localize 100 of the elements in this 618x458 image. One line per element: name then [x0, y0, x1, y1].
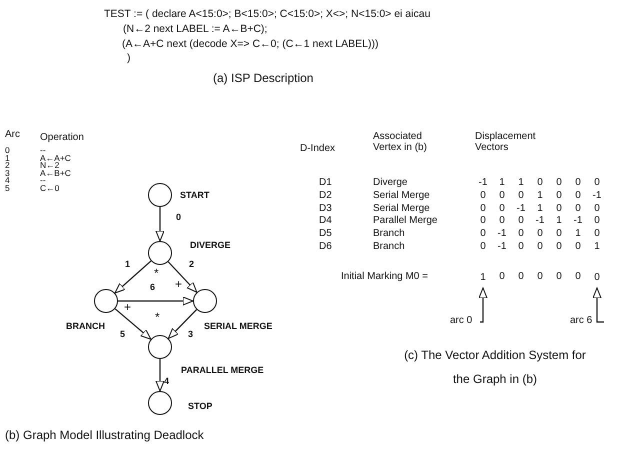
- vector-value: -1: [496, 228, 508, 240]
- vertex-label: STOP: [188, 401, 212, 412]
- column-heading: Operation: [40, 132, 84, 143]
- edge-label: 6: [150, 282, 156, 293]
- vertex-label: PARALLEL MERGE: [181, 365, 264, 376]
- figure-caption: (a) ISP Description: [213, 73, 314, 84]
- edge-label: 5: [120, 329, 126, 340]
- vertex-name: Branch: [373, 228, 405, 240]
- arrow: [118, 296, 194, 306]
- asterisk-mark: *: [154, 268, 159, 279]
- vector-value: 0: [593, 215, 601, 226]
- operation-text: N←2: [40, 161, 60, 170]
- leader-arrow: [478, 288, 488, 323]
- vector-value: 0: [498, 190, 506, 201]
- vector-value: 0: [479, 215, 487, 226]
- code-line: (A←A+C next (decode X=> C←0; (C←1 next LABEL))): [122, 39, 378, 50]
- row-index: D2: [319, 190, 332, 201]
- arc-number: 0: [5, 146, 10, 154]
- operation-text: --: [40, 176, 46, 184]
- arc-number: 3: [5, 168, 10, 177]
- vector-value: 0: [555, 177, 563, 188]
- vertex-circle: [148, 391, 172, 415]
- arc-number: 2: [5, 161, 10, 170]
- vector-value: 0: [555, 271, 563, 282]
- vector-value: 0: [555, 228, 563, 240]
- vertex-circle: [193, 289, 217, 313]
- operation-text: A←B+C: [40, 168, 71, 177]
- arc-number: 5: [5, 184, 10, 192]
- vector-value: 1: [593, 241, 601, 252]
- edge-label: 3: [188, 329, 194, 340]
- vector-value: 0: [593, 202, 601, 214]
- edge-label: 0: [176, 212, 182, 223]
- vertex-label: BRANCH: [66, 321, 105, 332]
- vector-value: 0: [479, 202, 487, 214]
- vector-value: 0: [498, 215, 506, 226]
- vector-value: 1: [536, 190, 544, 201]
- vector-value: 0: [479, 241, 487, 252]
- plus-mark: +: [175, 279, 182, 290]
- arrow: [114, 308, 152, 340]
- vector-value: 0: [498, 202, 506, 214]
- arrow: [156, 359, 164, 392]
- vector-value: 0: [517, 190, 525, 201]
- vector-value: 0: [517, 271, 525, 282]
- vector-value: 0: [517, 228, 525, 240]
- row-index: D4: [319, 215, 332, 226]
- arrow: [168, 261, 198, 293]
- figure-caption: (c) The Vector Addition System for the Graph in (b): [403, 347, 587, 388]
- figure-caption: (b) Graph Model Illustrating Deadlock: [5, 430, 204, 441]
- leader-arrow: [592, 288, 604, 323]
- vector-value: 0: [555, 241, 563, 252]
- edge-label: 4: [164, 376, 170, 387]
- vector-value: 0: [479, 190, 487, 201]
- vector-value: 0: [574, 202, 582, 214]
- column-heading: D-Index: [300, 143, 336, 154]
- vector-value: -1: [534, 215, 546, 226]
- vertex-circle: [148, 183, 172, 207]
- row-index: D6: [319, 241, 332, 252]
- vector-value: 0: [594, 272, 600, 283]
- vertex-name: Serial Merge: [373, 190, 430, 201]
- vertex-name: Branch: [373, 241, 405, 252]
- vector-value: -1: [478, 177, 488, 188]
- vertex-label: DIVERGE: [190, 240, 231, 251]
- row-index: D1: [319, 177, 332, 188]
- vector-value: 0: [536, 177, 544, 188]
- code-line: TEST := ( declare A<15:0>; B<15:0>; C<15:0>; X<>; N<15:0> ei aicau: [104, 9, 430, 20]
- vector-value: 0: [517, 215, 525, 226]
- vertex-name: Serial Merge: [373, 202, 430, 214]
- vector-value: -1: [516, 202, 526, 214]
- asterisk-mark: *: [155, 312, 160, 323]
- vertex-name: Diverge: [373, 177, 408, 188]
- arc-caption: arc 0: [450, 315, 472, 328]
- vector-value: 1: [517, 177, 525, 188]
- operation-text: A←A+C: [40, 154, 71, 162]
- vector-value: 1: [536, 202, 544, 214]
- vector-value: 0: [574, 177, 582, 188]
- plus-mark: +: [124, 302, 132, 313]
- vector-value: 0: [574, 241, 582, 252]
- arrow: [114, 260, 152, 294]
- vector-value: 0: [498, 271, 506, 282]
- row-index: D3: [319, 202, 332, 214]
- vector-value: 1: [555, 215, 563, 226]
- code-line: (N←2 next LABEL := A←B+C);: [123, 24, 268, 35]
- operation-text: --: [40, 146, 46, 154]
- operation-text: C←0: [40, 184, 60, 192]
- vertex-name: Parallel Merge: [373, 215, 438, 226]
- vector-value: 0: [479, 228, 487, 240]
- vector-value: 0: [574, 271, 582, 282]
- arc-caption: arc 6: [570, 315, 592, 328]
- edge-label: 1: [125, 259, 130, 270]
- vector-value: 0: [574, 190, 582, 201]
- arrow: [168, 309, 198, 339]
- column-heading: Associated Vertex in (b): [373, 131, 428, 153]
- edge-label: 2: [189, 259, 194, 270]
- vector-value: 0: [536, 241, 544, 252]
- vector-value: 0: [593, 177, 601, 188]
- vector-value: 1: [574, 228, 582, 240]
- arc-number: 1: [5, 154, 10, 162]
- arrow: [156, 207, 164, 242]
- vertex-circle: [148, 241, 172, 265]
- vector-value: 0: [517, 241, 525, 252]
